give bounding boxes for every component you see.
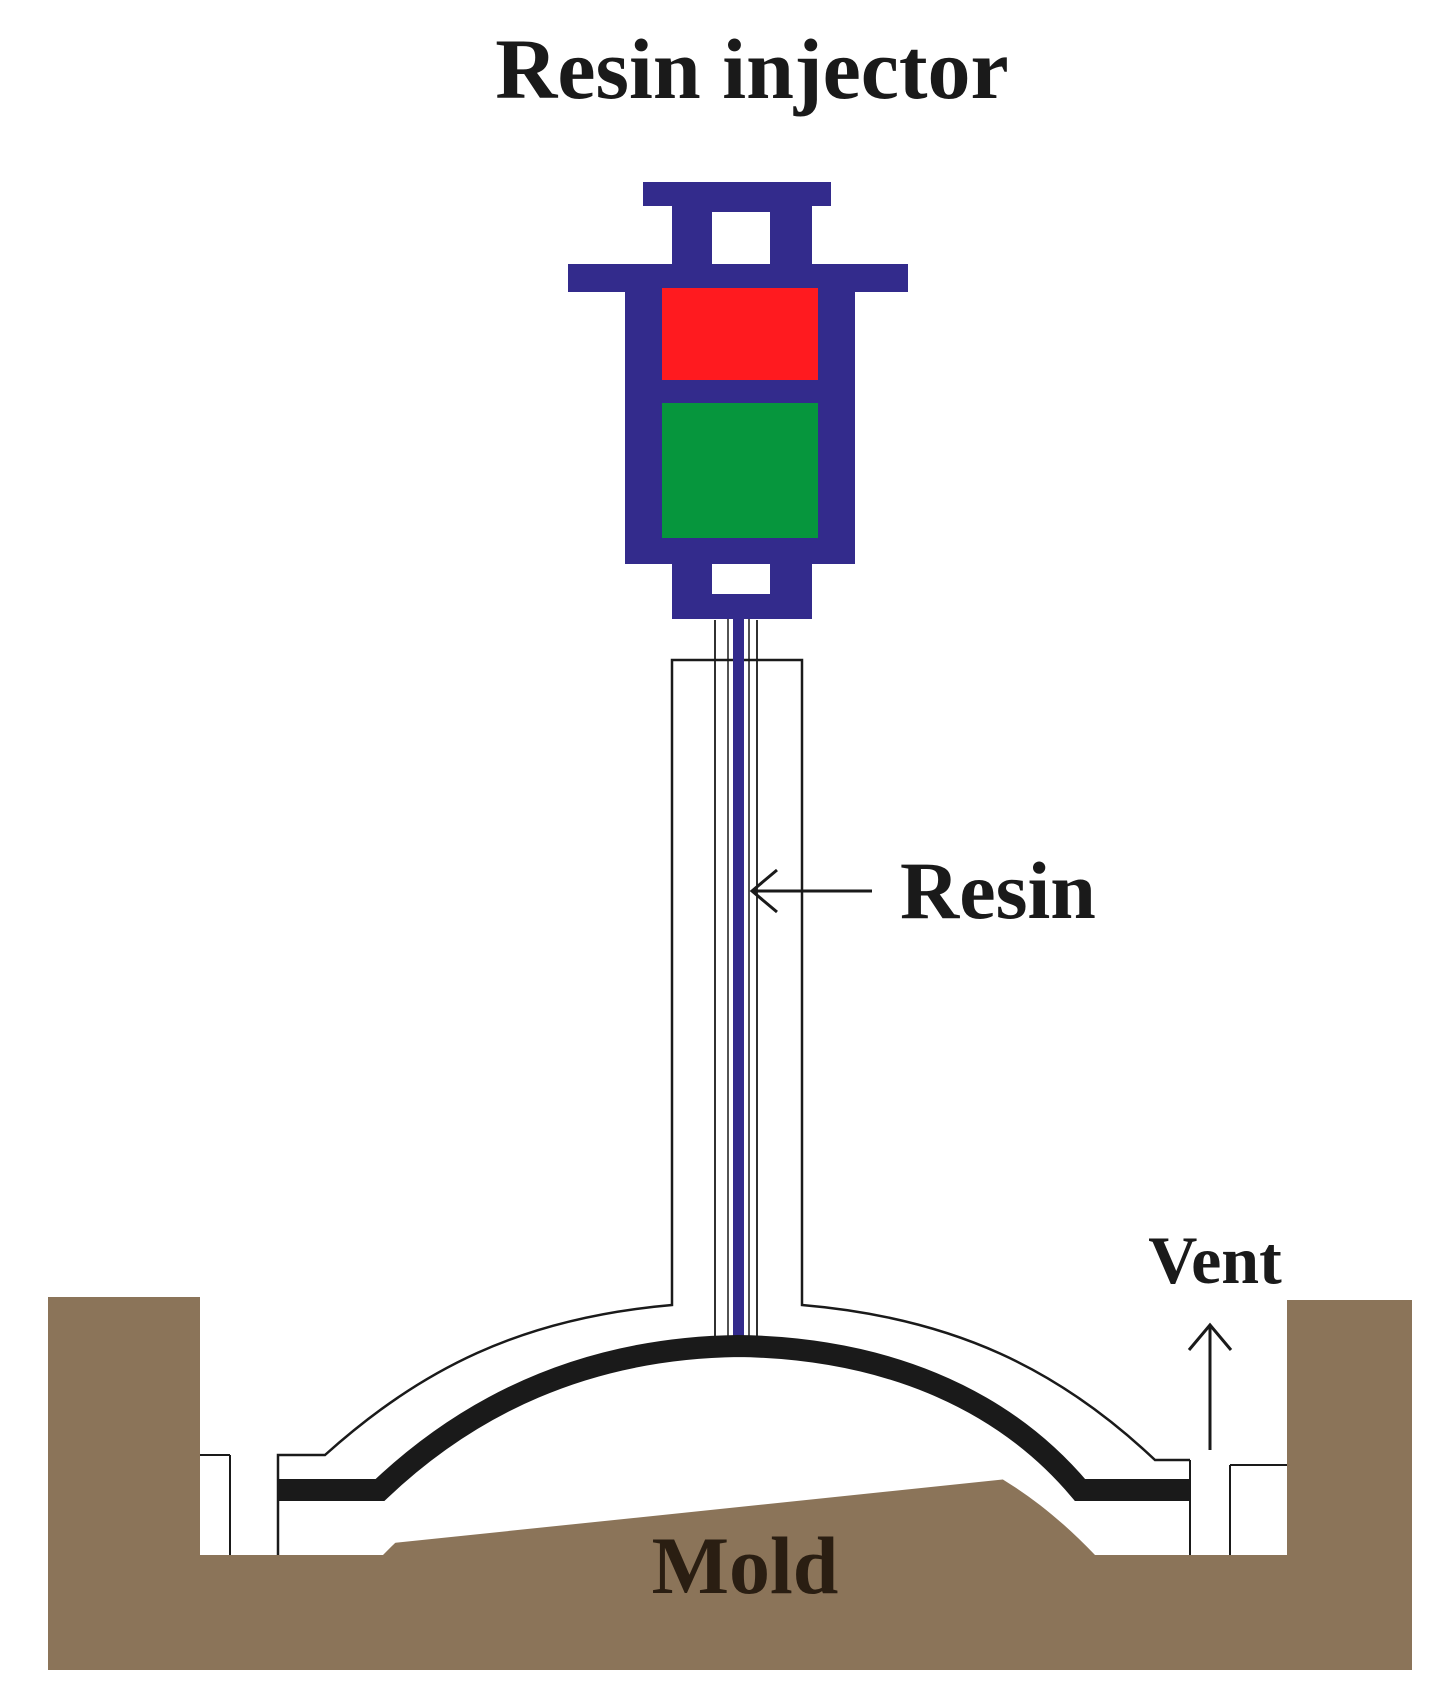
resin-line xyxy=(733,619,744,1351)
syringe xyxy=(568,182,908,619)
resin-label-group: Resin xyxy=(749,845,1096,936)
plunger-cap xyxy=(643,182,831,206)
nozzle-window xyxy=(712,564,770,594)
arrow-left-head xyxy=(749,868,778,914)
resin-label: Resin xyxy=(900,845,1096,936)
mold-label: Mold xyxy=(652,1520,839,1611)
resin-chamber xyxy=(662,288,818,380)
mold-frame-lines xyxy=(200,1454,1287,1555)
hardener-chamber xyxy=(662,403,818,538)
vent-label-group: Vent xyxy=(1148,1222,1282,1450)
preform-layer xyxy=(278,1334,1190,1501)
diagram-title: Resin injector xyxy=(495,21,1008,117)
arrow-up-head xyxy=(1187,1322,1233,1351)
plunger-window xyxy=(712,212,770,270)
vent-label: Vent xyxy=(1148,1222,1282,1298)
feed-tube xyxy=(714,620,758,1350)
